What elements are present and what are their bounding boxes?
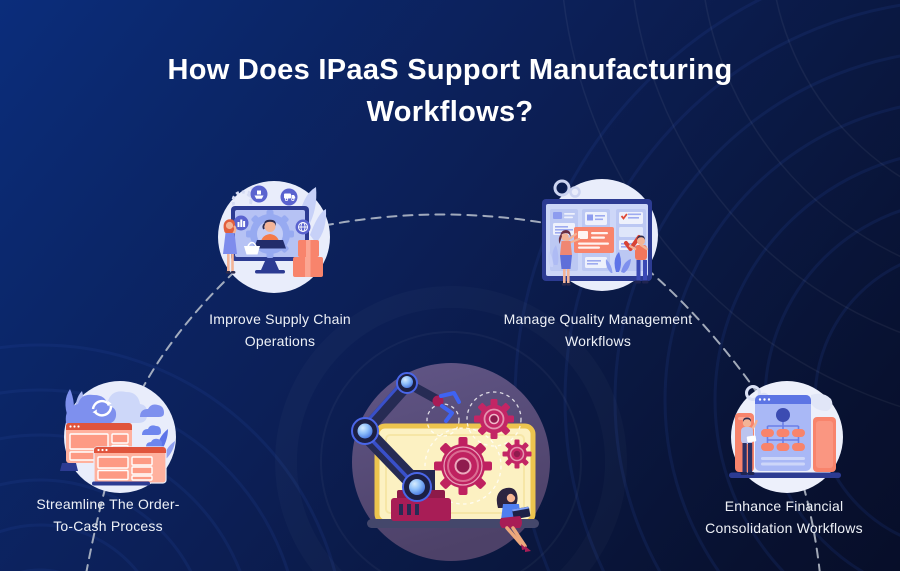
ship-icon (250, 185, 268, 203)
browser-window-front-icon (93, 446, 167, 484)
map-decoration (811, 393, 833, 411)
quality-card-icon (574, 227, 614, 253)
check-card-icon (619, 212, 643, 224)
laptop-base (729, 472, 841, 478)
woman-figure (558, 230, 581, 286)
dashed-orbit-circles (424, 391, 522, 505)
robotic-arm-illustration (351, 363, 550, 561)
node-label-quality-management: Manage Quality Management Workflows (478, 309, 718, 352)
label-line: Workflows (564, 332, 632, 349)
man-figure (624, 235, 649, 284)
bar-chart-icon (233, 215, 249, 231)
laptop-icon (254, 240, 286, 249)
truck-icon (280, 188, 298, 206)
globe-icon (295, 219, 311, 235)
label-line: Manage Quality Management (503, 311, 693, 327)
shelf-ledge (367, 519, 539, 528)
financial-consolidation-illustration (729, 381, 843, 493)
gear-medium-icon (474, 399, 514, 439)
label-line: Streamline The Order- (36, 496, 180, 512)
standing-woman-figure (223, 219, 237, 274)
supply-chain-illustration (218, 181, 330, 293)
label-line: Consolidation Workflows (705, 519, 863, 536)
shipping-boxes-icon (293, 240, 323, 277)
node-label-financial-consolidation: Enhance Financial Consolidation Workflow… (664, 496, 900, 539)
seated-woman-figure (496, 487, 531, 552)
order-to-cash-illustration (60, 381, 176, 493)
label-line: Enhance Financial (724, 498, 844, 514)
claw-joint (432, 395, 444, 407)
org-chart-window-icon (755, 395, 811, 471)
presenter-man-figure (740, 417, 758, 475)
quality-management-illustration (542, 179, 658, 291)
laptop-edge (60, 463, 78, 471)
gear-small-icon (502, 439, 532, 469)
label-line: To-Cash Process (53, 517, 163, 534)
monitor-stand (255, 261, 285, 274)
checkmark-icon (624, 235, 641, 251)
gear-large-icon (434, 437, 492, 495)
node-label-order-to-cash: Streamline The Order- To-Cash Process (8, 494, 208, 537)
label-line: Operations (244, 332, 316, 349)
label-line: Improve Supply Chain (209, 311, 351, 327)
leaf-decoration (310, 209, 327, 243)
node-label-supply-chain: Improve Supply Chain Operations (170, 309, 390, 352)
page-title-line2: Workflows? (366, 96, 534, 128)
sketch-gear-decoration (553, 179, 581, 198)
laptop-base (92, 481, 150, 486)
page-title-line1: How Does IPaaS Support Manufacturing (167, 54, 733, 86)
support-agent-person (254, 219, 286, 249)
basket-icon (244, 241, 260, 255)
robotic-arm-icon (351, 372, 461, 521)
claw-finger-lower (440, 404, 454, 423)
tablet-panel-icon (813, 417, 836, 472)
plant-leaves (548, 245, 631, 273)
page-title: How Does IPaaS Support Manufacturing Wor… (0, 49, 900, 133)
sync-refresh-icon (91, 399, 113, 417)
claw-finger-upper (439, 391, 461, 404)
